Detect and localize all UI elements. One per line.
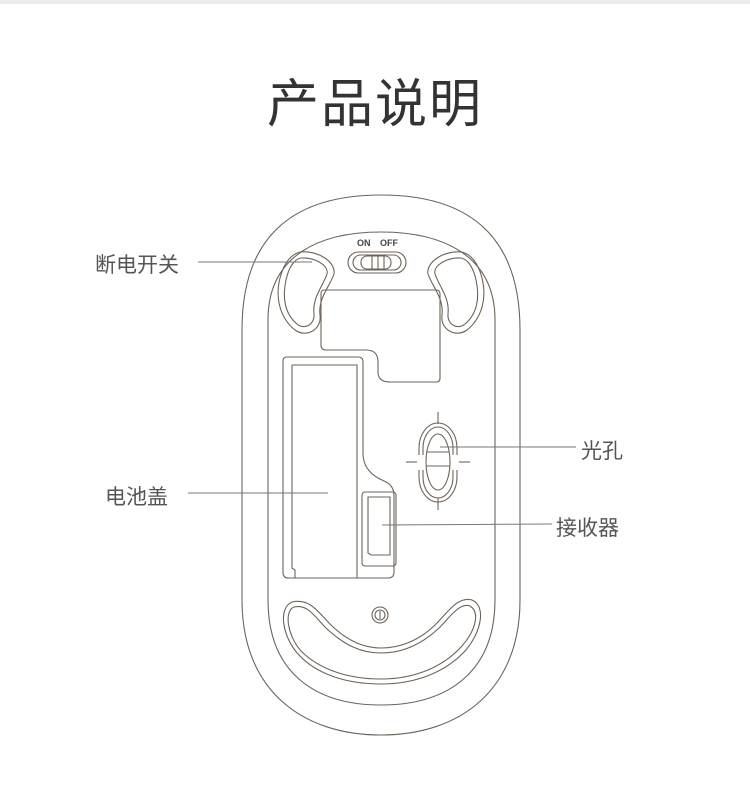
switch-off-text: OFF <box>380 238 398 248</box>
screw <box>371 606 389 624</box>
receiver-slot <box>361 491 397 567</box>
bottom-foot-inner <box>287 604 477 680</box>
upper-compartment <box>320 289 441 383</box>
battery-cover-outline <box>282 356 395 579</box>
switch-on-text: ON <box>357 238 371 248</box>
left-foot-inner <box>283 257 328 328</box>
bottom-foot <box>282 598 482 685</box>
leader-receiver <box>381 523 553 526</box>
power-switch-graphic: ON OFF <box>347 238 407 274</box>
right-foot-inner <box>434 257 479 328</box>
mouse-outer-shell <box>241 194 521 736</box>
mouse-inner-outline <box>267 231 496 706</box>
label-battery-cover: 电池盖 <box>105 485 168 509</box>
optical-sensor-graphic <box>406 412 470 510</box>
label-receiver: 接收器 <box>556 516 619 540</box>
receiver-slot-inner <box>367 496 391 556</box>
page-title: 产品说明 <box>266 75 483 135</box>
left-foot <box>277 251 335 334</box>
battery-cover-inner <box>291 364 358 578</box>
label-optical-hole: 光孔 <box>581 439 623 463</box>
top-divider <box>0 0 750 4</box>
right-foot <box>427 251 485 334</box>
label-power-switch: 断电开关 <box>95 253 179 277</box>
